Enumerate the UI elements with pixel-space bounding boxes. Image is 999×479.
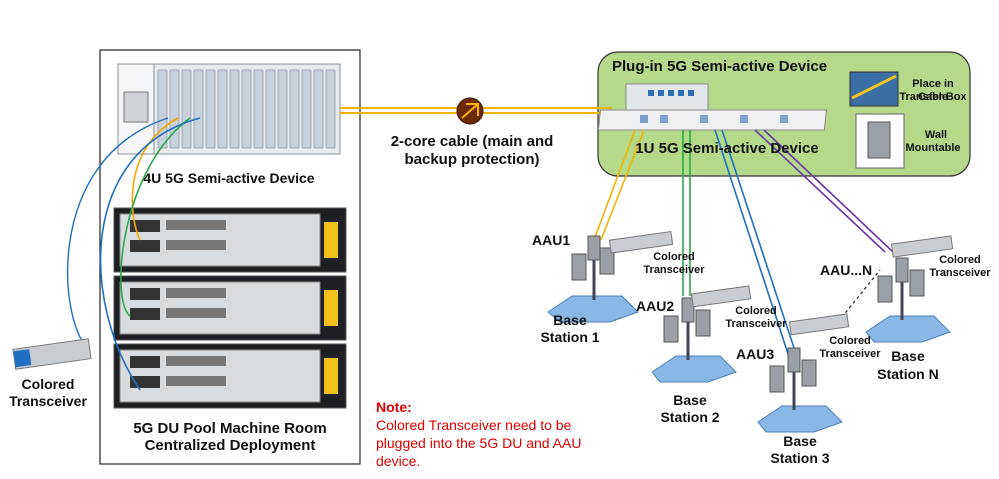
transceiver-3-image (788, 313, 850, 336)
station-n-label-1: Base (891, 348, 925, 364)
base-station-n-image (865, 257, 951, 343)
tx3-label-2: Transceiver (819, 348, 881, 360)
du-rack-2-image (113, 275, 347, 341)
note-line2: plugged into the 5G DU and AAU (376, 435, 582, 451)
base-station-3-image (757, 347, 843, 433)
note-block: Note: Colored Transceiver need to be plu… (376, 398, 636, 470)
aau2-label: AAU2 (636, 298, 675, 314)
note-title: Note: (376, 399, 412, 415)
dashed-link (837, 269, 881, 323)
left-transceiver-image (12, 338, 92, 370)
fiber-aau1-a (593, 129, 636, 241)
station-3-label-2: Station 3 (770, 450, 830, 466)
tx2-label-1: Colored (735, 305, 777, 317)
note-line1: Colored Transceiver need to be (376, 417, 572, 433)
transceiver-n-image (890, 235, 954, 258)
left-transceiver-label-2: Transceiver (9, 393, 87, 409)
cable-box-label-1: Place in Cable (912, 78, 954, 103)
station-2-label-1: Base (673, 392, 707, 408)
transceiver-1-image (608, 231, 674, 254)
cable-label-line1: 2-core cable (main and (390, 133, 554, 150)
wall-label-2: Mountable (905, 142, 961, 154)
device-1u-image (597, 109, 827, 131)
station-2-label-2: Station 2 (660, 409, 720, 425)
cable-box-label-2: Transfer Box (899, 91, 967, 103)
txn-label-1: Colored (939, 254, 981, 266)
tx2-label-2: Transceiver (725, 318, 787, 330)
transceiver-2-image (690, 285, 752, 308)
fiber-yellow-du (131, 117, 179, 241)
du-rack-1-image (113, 207, 347, 273)
fiber-green-du (120, 117, 191, 317)
room-label-line2: Centralized Deployment (144, 437, 316, 454)
fiber-aau3-a (714, 129, 791, 361)
left-transceiver-label-1: Colored (21, 376, 75, 392)
tx3-label-1: Colored (829, 335, 871, 347)
aau1-label: AAU1 (532, 232, 571, 248)
wall-label-1: Wall (924, 129, 948, 141)
room-label-line1: 5G DU Pool Machine Room (133, 420, 327, 437)
station-3-label-1: Base (783, 433, 817, 449)
station-n-label-2: Station N (877, 366, 939, 382)
cable-label-line2: backup protection) (404, 151, 540, 168)
device-4u-label: 4U 5G Semi-active Device (143, 170, 315, 186)
fiber-blue-transceiver (67, 117, 169, 351)
base-station-1-image (547, 235, 639, 323)
fiber-aaun-b (763, 129, 894, 253)
tx1-label-1: Colored (653, 251, 695, 263)
fiber-blue-du (99, 117, 201, 391)
aaun-label: AAU...N (820, 262, 873, 278)
base-station-2-image (651, 297, 737, 383)
plug-in-device-image (625, 83, 709, 111)
tx1-label-2: Transceiver (643, 264, 705, 276)
fiber-aaun-a (754, 129, 886, 253)
wall-mount-image (855, 113, 905, 169)
station-1-label-1: Base (553, 312, 587, 328)
aau3-label: AAU3 (736, 346, 775, 362)
fiber-aau3-b (721, 129, 799, 361)
device-1u-label: 1U 5G Semi-active Device (635, 140, 819, 157)
du-rack-3-image (113, 343, 347, 409)
txn-label-2: Transceiver (929, 267, 991, 279)
station-1-label-2: Station 1 (540, 329, 600, 345)
cable-box-image (849, 71, 899, 107)
note-line3: device. (376, 453, 421, 469)
plug-in-title: Plug-in 5G Semi-active Device (612, 58, 828, 75)
fiber-aau1-b (600, 129, 645, 241)
